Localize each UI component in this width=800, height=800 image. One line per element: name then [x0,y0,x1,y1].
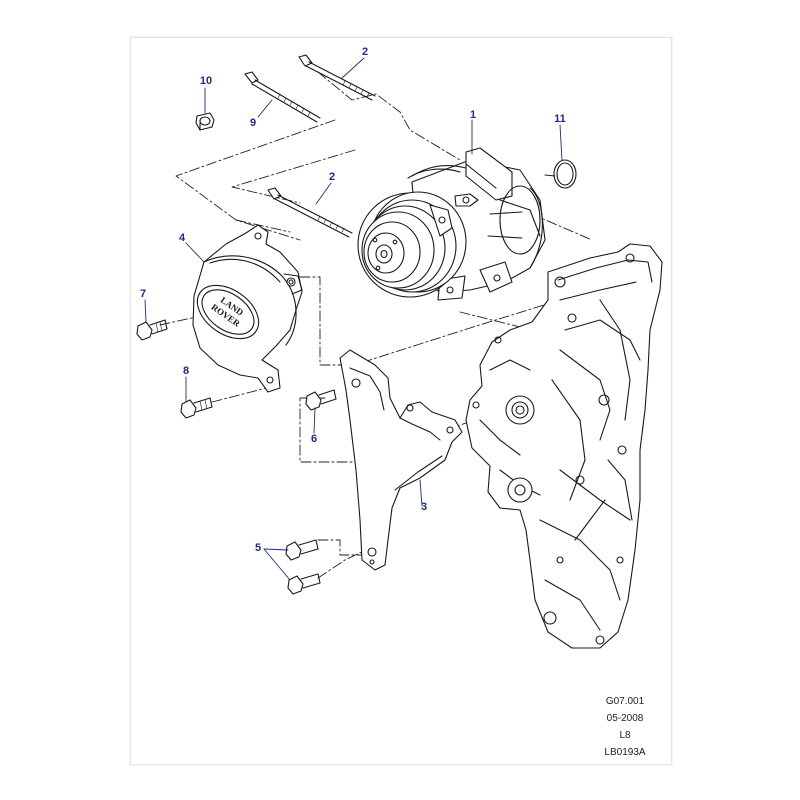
callout-8: 8 [183,365,189,377]
reference-drawing: LB0193A [604,747,646,758]
long-bolt-middle-part [267,187,353,238]
callout-4: 4 [179,232,186,244]
callout-leaders [144,57,563,581]
support-bracket-part [339,349,463,571]
reference-date: 05-2008 [606,713,644,724]
callout-1: 1 [470,109,476,121]
bracket-bolts-part [285,539,321,595]
callout-9: 9 [250,117,256,129]
pulley-cover-part [192,224,303,393]
nut-part [195,112,215,131]
reference-model: L8 [619,730,631,741]
callout-11: 11 [554,113,566,125]
stud-bolt-part [244,71,321,123]
callout-2-top: 2 [362,46,368,58]
long-bolt-top-part [298,54,376,101]
cover-lower-bolt-part [180,397,213,419]
cover-bolt-part [136,319,168,341]
engine-casting-part [465,243,663,649]
callout-6: 6 [311,433,317,445]
o-ring-part [553,159,577,189]
bracket-bolt-part [305,389,337,411]
callout-numbers: 2 10 9 1 11 2 4 7 8 6 3 5 [140,46,566,554]
reference-code: G07.001 [605,696,645,707]
callout-7: 7 [140,288,146,300]
callout-2-middle: 2 [329,171,335,183]
callout-3: 3 [421,501,427,513]
callout-5: 5 [255,542,261,554]
callout-10: 10 [200,75,212,87]
reference-block: G07.001 05-2008 L8 LB0193A [590,693,660,761]
compressor-part [357,147,546,301]
